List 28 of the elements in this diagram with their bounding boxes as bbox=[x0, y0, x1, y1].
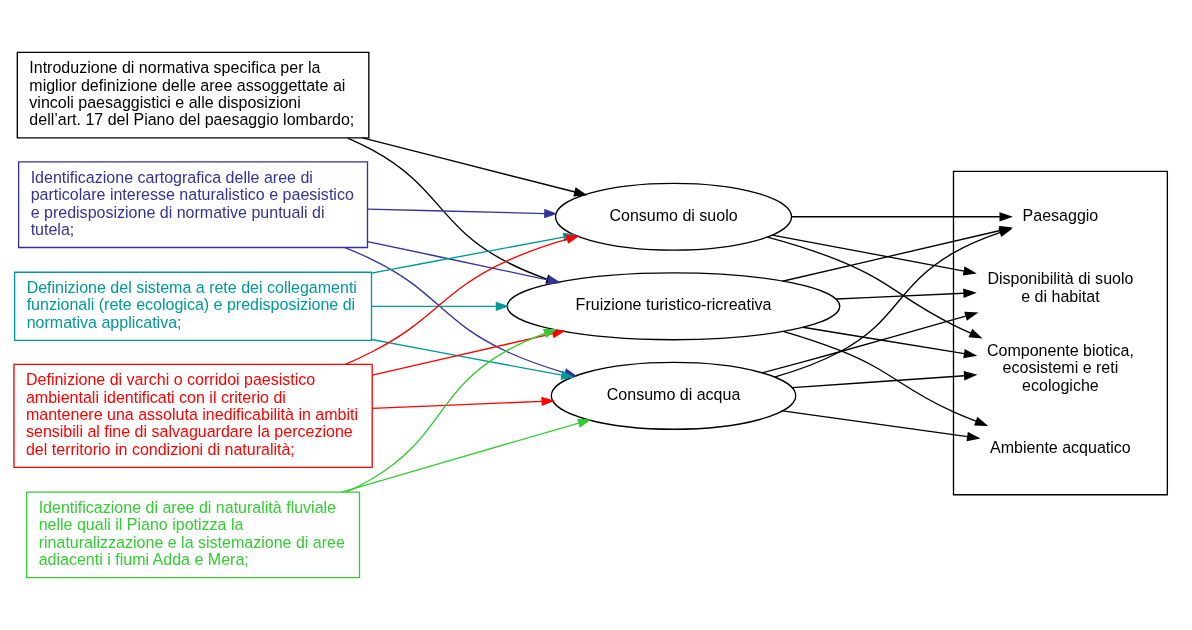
arrow bbox=[761, 311, 979, 374]
arrow bbox=[766, 236, 983, 339]
node-text: Ambiente acquatico bbox=[990, 438, 1131, 457]
arrow bbox=[366, 208, 558, 219]
node-text: Paesaggio bbox=[1022, 205, 1099, 224]
cluster bbox=[952, 170, 1168, 496]
node-text: Componente biotica, ecosistemi e reti ecologiche bbox=[986, 340, 1134, 394]
arrow bbox=[802, 326, 978, 359]
node-ellipse: Consumo di suolo bbox=[554, 182, 793, 251]
arrow bbox=[371, 396, 555, 410]
arrow bbox=[370, 301, 510, 311]
arrow bbox=[791, 212, 1013, 222]
arrow bbox=[346, 329, 558, 493]
node-box: Identificazione di aree di naturalità fluviale nelle quali il Piano ipotizza la rinaturalizzazione e la sistemazione di aree adiacenti i fiumi Adda e Mera; bbox=[25, 491, 361, 579]
arrow bbox=[835, 288, 977, 300]
arrow bbox=[791, 371, 978, 389]
arrow bbox=[371, 329, 566, 376]
arrow bbox=[361, 137, 588, 197]
arrow bbox=[771, 234, 977, 276]
arrow bbox=[370, 338, 575, 380]
arrow bbox=[340, 418, 592, 493]
node-box: Identificazione cartografica delle aree di particolare interesse naturalistico e paesistico e predisposizione di normative puntuali di tutela; bbox=[17, 161, 369, 249]
node-box: Definizione del sistema a rete dei collegamenti funzionali (rete ecologica) e predisposizione di normativa applicativa; bbox=[13, 271, 373, 342]
arrow bbox=[782, 330, 989, 426]
node-box: Definizione di varchi o corridoi paesistico ambientali identificati con il criterio di mantenere una assoluta inedificabilità in ambiti sensibili al fine di salvaguardare la percezione del territorio in condizioni di naturalità; bbox=[13, 363, 373, 469]
arrow bbox=[781, 410, 981, 442]
node-text: Disponibilità di suolo e di habitat bbox=[987, 269, 1134, 305]
node-box: Introduzione di normativa specifica per la miglior definizione delle aree assoggettate ai vincoli paesaggistici e alle disposizioni dell’art. 17 del Piano del paesaggio lombardo; bbox=[16, 51, 370, 139]
